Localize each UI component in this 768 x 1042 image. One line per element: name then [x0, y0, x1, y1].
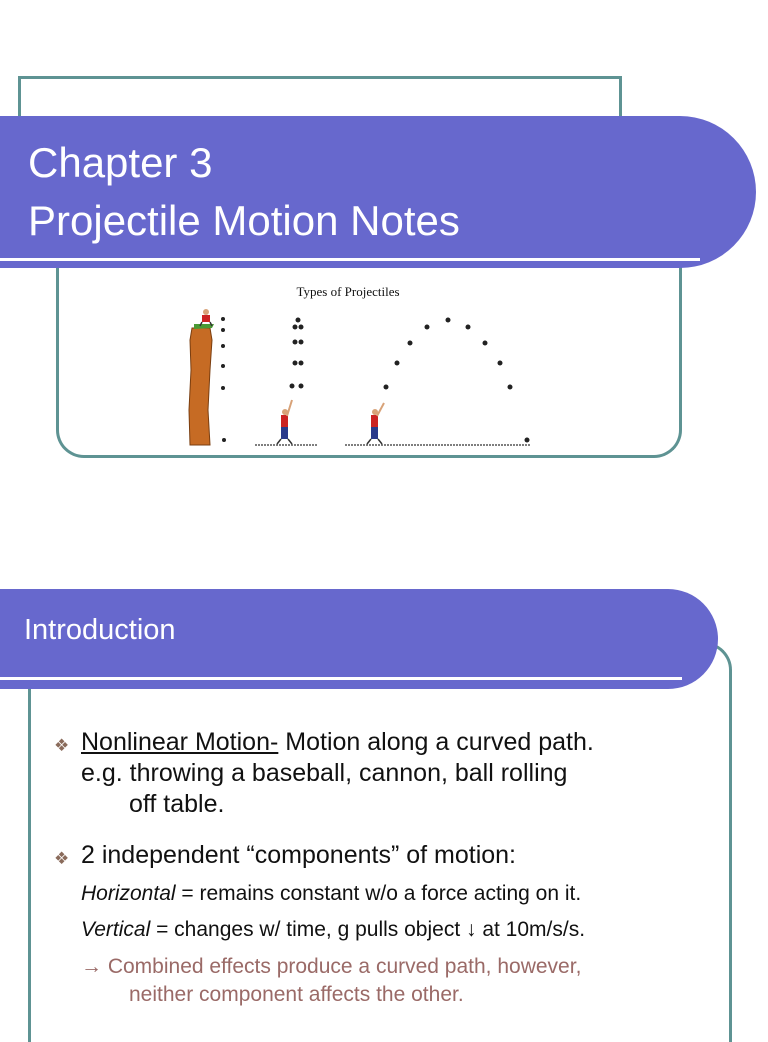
bullet-list: ❖ Nonlinear Motion- Motion along a curve…	[54, 727, 734, 1009]
horizontal-launch-path	[221, 317, 226, 442]
cliff-icon	[188, 327, 213, 446]
angled-launch-path	[383, 317, 530, 443]
example-text: e.g. throwing a baseball, cannon, ball r…	[81, 759, 568, 787]
components-text: 2 independent “components” of motion:	[81, 841, 516, 869]
term-nonlinear-motion: Nonlinear Motion-	[81, 728, 279, 756]
term-horizontal: Horizontal	[81, 882, 176, 905]
slide-frame-top	[18, 76, 622, 136]
bullet-nonlinear-motion: ❖ Nonlinear Motion- Motion along a curve…	[54, 727, 734, 820]
slide-title: Chapter 3 Projectile Motion Notes	[28, 134, 460, 250]
heading-underline	[0, 677, 682, 680]
combined-effects-note: → Combined effects produce a curved path…	[81, 953, 734, 1009]
slide-frame-bottom	[56, 230, 682, 458]
bullet-components: ❖ 2 independent “components” of motion:	[54, 840, 734, 871]
cliff-grass-icon	[194, 324, 214, 329]
vertical-launch-path	[289, 317, 304, 389]
note-line-2: neither component affects the other.	[129, 983, 464, 1006]
slide-heading: Introduction	[24, 614, 176, 646]
title-underline	[0, 258, 700, 261]
diamond-bullet-icon: ❖	[54, 736, 70, 755]
note-line-1: → Combined effects produce a curved path…	[81, 955, 582, 978]
definition-text: Motion along a curved path.	[278, 728, 594, 756]
horizontal-description: = remains constant w/o a force acting on…	[175, 882, 582, 905]
horizontal-component: Horizontal = remains constant w/o a forc…	[81, 881, 734, 907]
cliff-thrower-icon	[199, 309, 213, 327]
angled-thrower-icon	[366, 402, 385, 445]
introduction-slide: Introduction ❖ Nonlinear Motion- Motion …	[0, 512, 768, 1042]
title-subject: Projectile Motion Notes	[28, 197, 460, 244]
diamond-bullet-icon: ❖	[54, 849, 70, 868]
example-text-continued: off table.	[129, 790, 225, 818]
figure-caption: Types of Projectiles	[296, 284, 400, 299]
term-vertical: Vertical	[81, 918, 151, 941]
vertical-description: = changes w/ time, g pulls object ↓ at 1…	[150, 918, 586, 941]
vertical-thrower-icon	[276, 399, 293, 445]
projectile-types-illustration	[188, 309, 530, 446]
title-band	[0, 116, 756, 268]
chapter-label: Chapter 3	[28, 139, 213, 186]
title-slide: Chapter 3 Projectile Motion Notes Types …	[0, 0, 768, 512]
vertical-component: Vertical = changes w/ time, g pulls obje…	[81, 917, 734, 943]
heading-band	[0, 589, 718, 689]
